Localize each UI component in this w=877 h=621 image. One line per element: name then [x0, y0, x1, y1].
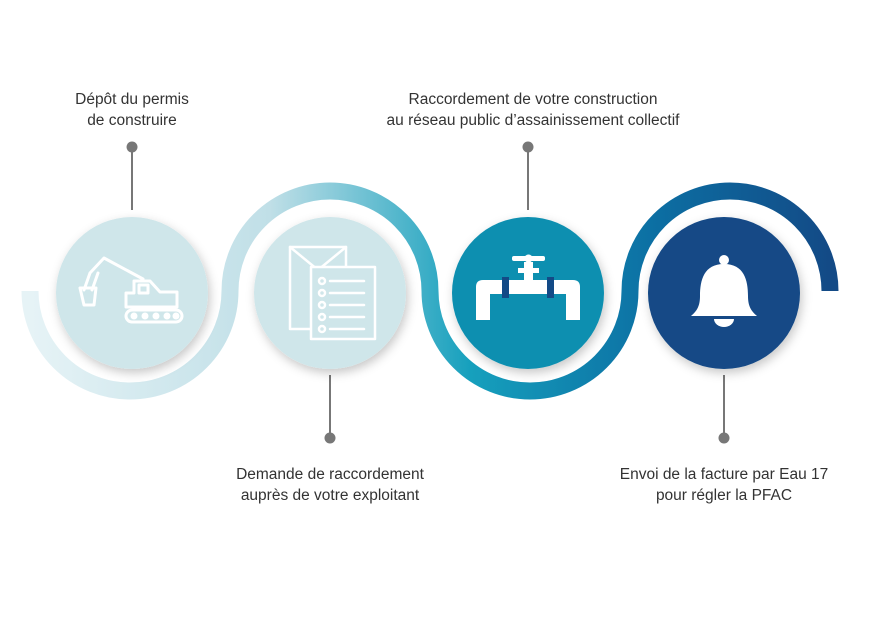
step-3-label-line1: Raccordement de votre construction: [408, 91, 658, 108]
step-4-label-line1: Envoi de la facture par Eau 17: [619, 466, 829, 483]
step-2-label-line1: Demande de raccordement: [236, 466, 424, 483]
step-1-label-line2: de construire: [87, 112, 177, 129]
excavator-icon: [78, 256, 184, 324]
step-1-circle: [56, 217, 208, 369]
step-3-circle: [452, 217, 604, 369]
step-4-label-line2: pour régler la PFAC: [655, 487, 793, 504]
step-4-label: Envoi de la facture par Eau 17 pour régl…: [612, 464, 836, 506]
step-4-circle: [648, 217, 800, 369]
step-3-label-line2: au réseau public d’assainissement collec…: [386, 112, 680, 129]
step-3-label: Raccordement de votre construction au ré…: [368, 89, 698, 131]
connector-step-2: [324, 375, 336, 444]
step-2-label-line2: auprès de votre exploitant: [240, 487, 420, 504]
step-1-label-line1: Dépôt du permis: [75, 91, 189, 108]
connector-step-4: [718, 375, 730, 444]
documents-form-icon: [288, 245, 377, 341]
step-1-label: Dépôt du permis de construire: [62, 89, 202, 131]
bell-icon: [691, 255, 757, 327]
connector-step-3: [522, 141, 534, 210]
connector-step-1: [126, 141, 138, 210]
step-2-circle: [254, 217, 406, 369]
step-2-label: Demande de raccordement auprès de votre …: [225, 464, 435, 506]
wave-ribbon: [21, 182, 839, 400]
pipe-valve-icon: [476, 254, 580, 320]
